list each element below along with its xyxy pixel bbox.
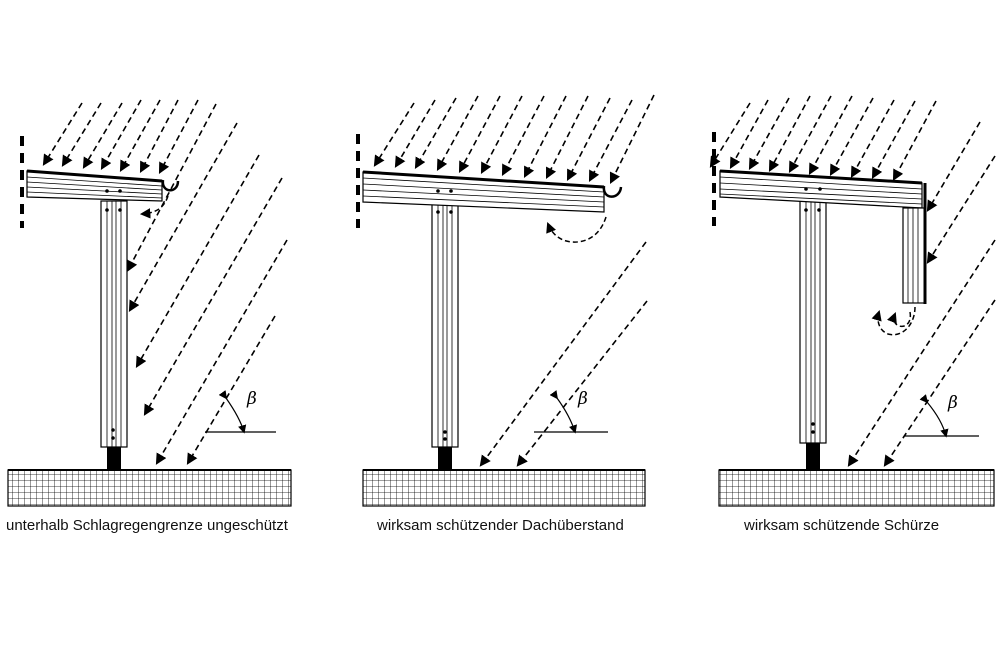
apron-board — [902, 183, 927, 304]
roof-beam — [26, 169, 163, 202]
rain-right-side — [847, 121, 996, 467]
gutter — [161, 179, 180, 192]
rain-beside-post — [479, 241, 648, 467]
roof-beam — [362, 170, 605, 213]
angle-indicator: β — [905, 393, 979, 438]
ground-hatch — [718, 469, 995, 507]
caption-roof-overhang: wirksam schützender Dachüberstand — [377, 517, 624, 534]
post — [100, 200, 128, 448]
caption-apron: wirksam schützende Schürze — [744, 517, 940, 534]
rain-above-roof — [709, 95, 937, 181]
swirl-arrows — [871, 306, 916, 336]
panel-apron: β — [709, 95, 996, 507]
splash-arrow — [546, 216, 607, 243]
rain-beside-post — [126, 103, 288, 465]
panel-roof-overhang: β — [356, 94, 655, 507]
rain-above-roof — [42, 99, 199, 174]
gutter — [602, 185, 623, 198]
angle-label-beta: β — [246, 389, 257, 409]
caption-unprotected: unterhalb Schlagregengrenze ungeschützt — [6, 517, 288, 534]
angle-label-beta: β — [947, 393, 958, 413]
angle-label-beta: β — [577, 389, 588, 409]
roof-beam — [719, 169, 923, 209]
rain-above-roof — [373, 94, 655, 185]
post — [431, 200, 459, 448]
splash-arrow — [139, 195, 169, 219]
post — [799, 200, 827, 444]
panel-unprotected: β — [7, 99, 292, 507]
angle-indicator: β — [534, 389, 608, 434]
ground-hatch — [362, 469, 646, 507]
post-footing — [438, 447, 452, 471]
post-footing — [107, 447, 121, 471]
ground-hatch — [7, 469, 292, 507]
angle-indicator: β — [205, 389, 276, 434]
post-footing — [806, 443, 820, 470]
